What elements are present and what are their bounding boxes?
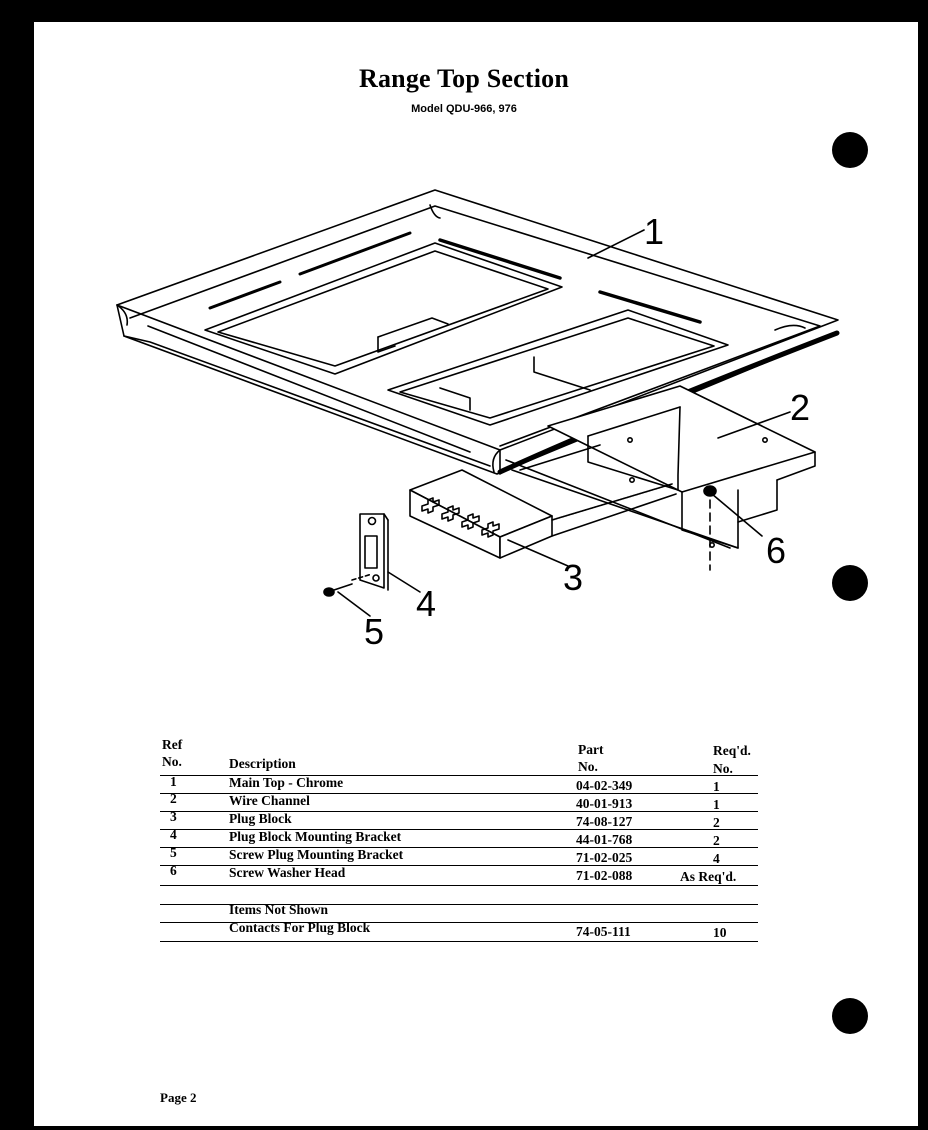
binder-hole bbox=[832, 565, 868, 601]
row-req: 2 bbox=[713, 815, 720, 830]
row-req: 2 bbox=[713, 833, 720, 848]
header-ref-line1: Ref bbox=[162, 737, 183, 752]
row-part: 40-01-913 bbox=[576, 796, 633, 811]
header-req-line2: No. bbox=[713, 761, 733, 776]
row-description: Main Top - Chrome bbox=[229, 775, 344, 790]
callout-2: 2 bbox=[790, 387, 810, 428]
plug-block-drawing bbox=[409, 444, 677, 559]
row-req: 10 bbox=[713, 925, 727, 940]
row-ref: 5 bbox=[170, 845, 177, 860]
row-ref: 3 bbox=[170, 809, 177, 824]
table-rule bbox=[160, 941, 758, 942]
model-subtitle: Model QDU-966, 976 bbox=[411, 103, 517, 115]
row-part: 71-02-088 bbox=[576, 868, 633, 883]
row-ref: 2 bbox=[170, 791, 177, 806]
row-req: 1 bbox=[713, 779, 720, 794]
callout-5: 5 bbox=[364, 611, 384, 652]
screw-washer-head-drawing bbox=[703, 485, 717, 571]
binder-hole bbox=[832, 132, 868, 168]
table-rule bbox=[160, 793, 758, 794]
margin-mark bbox=[920, 62, 928, 65]
table-rule bbox=[160, 922, 758, 923]
row-part: 04-02-349 bbox=[576, 778, 633, 793]
items-not-shown-heading: Items Not Shown bbox=[229, 902, 329, 917]
row-ref: 4 bbox=[170, 827, 177, 842]
row-req: As Req'd. bbox=[680, 869, 737, 884]
header-part-line1: Part bbox=[578, 742, 604, 757]
header-ref-line2: No. bbox=[162, 754, 182, 769]
margin-mark bbox=[920, 30, 928, 33]
plug-block-mounting-bracket-drawing bbox=[359, 513, 389, 591]
wire-channel-drawing bbox=[505, 385, 816, 549]
screw-plug-mounting-bracket-drawing bbox=[323, 573, 373, 597]
page-number: Page 2 bbox=[160, 1090, 197, 1105]
header-part-line2: No. bbox=[578, 759, 598, 774]
exploded-parts-diagram: 1 2 3 4 5 6 bbox=[116, 189, 840, 652]
row-part: 74-05-111 bbox=[576, 924, 631, 939]
row-description: Wire Channel bbox=[229, 793, 310, 808]
row-description: Plug Block Mounting Bracket bbox=[229, 829, 402, 844]
callout-4: 4 bbox=[416, 583, 436, 624]
callout-1: 1 bbox=[644, 211, 664, 252]
table-rule bbox=[160, 865, 758, 866]
callout-leaders bbox=[337, 229, 791, 617]
table-rule bbox=[160, 847, 758, 848]
row-description: Contacts For Plug Block bbox=[229, 920, 371, 935]
row-part: 44-01-768 bbox=[576, 832, 633, 847]
row-req: 4 bbox=[713, 851, 720, 866]
row-ref: 6 bbox=[170, 863, 177, 878]
row-part: 71-02-025 bbox=[576, 850, 633, 865]
row-description: Plug Block bbox=[229, 811, 292, 826]
row-description: Screw Washer Head bbox=[229, 865, 346, 880]
row-ref: 1 bbox=[170, 774, 177, 789]
page-title: Range Top Section bbox=[358, 64, 569, 93]
table-rule bbox=[160, 885, 758, 886]
callout-3: 3 bbox=[563, 557, 583, 598]
table-rule bbox=[160, 829, 758, 830]
header-description: Description bbox=[229, 756, 296, 771]
main-top-chrome-drawing bbox=[116, 189, 840, 475]
header-req-line1: Req'd. bbox=[713, 743, 751, 758]
table-rule bbox=[160, 811, 758, 812]
table-rule bbox=[160, 775, 758, 776]
row-part: 74-08-127 bbox=[576, 814, 633, 829]
callout-6: 6 bbox=[766, 530, 786, 571]
row-description: Screw Plug Mounting Bracket bbox=[229, 847, 404, 862]
binder-hole bbox=[832, 998, 868, 1034]
table-rule bbox=[160, 904, 758, 905]
row-req: 1 bbox=[713, 797, 720, 812]
